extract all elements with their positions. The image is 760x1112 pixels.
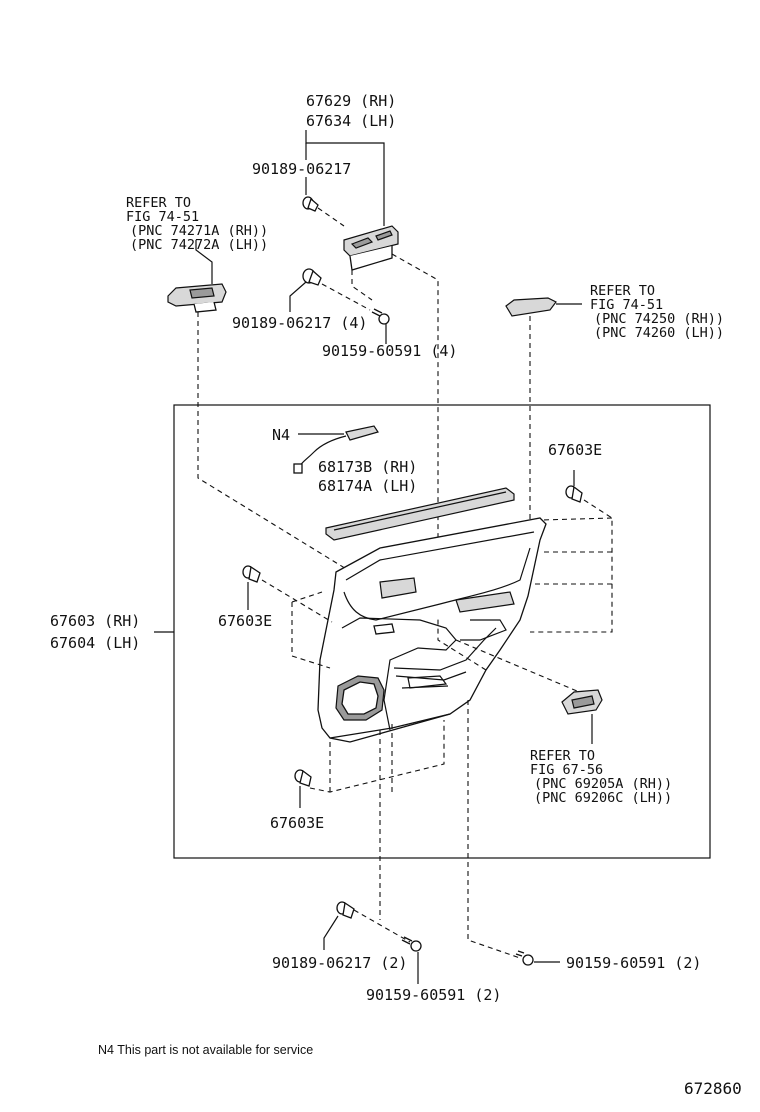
- refer-lamp-line2: FIG 74-51: [590, 297, 663, 313]
- refer-lamp-line4: (PNC 74260 (LH)): [594, 325, 724, 341]
- inner-handle-bracket[interactable]: [343, 225, 399, 271]
- footnote: N4 This part is not available for servic…: [98, 1043, 313, 1057]
- refer-handle-line1: REFER TO: [530, 748, 595, 764]
- screw-bottom-left-icon: [401, 936, 422, 952]
- clip-e-bottom-icon: [294, 769, 312, 787]
- screw-mid-label: 90159-60591 (4): [322, 342, 457, 360]
- door-trim-board[interactable]: [317, 487, 547, 743]
- refer-lamp-line1: REFER TO: [590, 283, 655, 299]
- wire-lh-label: 68174A (LH): [318, 477, 417, 495]
- wire-harness[interactable]: [293, 425, 379, 474]
- clip-e-bottom-label: 67603E: [270, 814, 324, 832]
- wire-rh-label: 68173B (RH): [318, 458, 417, 476]
- screw-bottom-left-label: 90159-60591 (2): [366, 986, 501, 1004]
- refer-switch-line4: (PNC 74272A (LH)): [130, 237, 268, 253]
- window-switch[interactable]: [167, 283, 227, 313]
- refer-switch-line1: REFER TO: [126, 195, 191, 211]
- clip-bottom-label: 90189-06217 (2): [272, 954, 407, 972]
- refer-handle-line4: (PNC 69206C (LH)): [534, 790, 672, 806]
- screw-bottom-right-icon: [515, 950, 534, 966]
- clip-bottom-icon: [336, 901, 355, 919]
- handle-rh-label: 67629 (RH): [306, 92, 396, 110]
- refer-handle-line3: (PNC 69205A (RH)): [534, 776, 672, 792]
- clip-e-left-label: 67603E: [218, 612, 272, 630]
- handle-lh-label: 67634 (LH): [306, 112, 396, 130]
- screw-mid-icon: [371, 308, 390, 325]
- clip-top-icon: [302, 196, 319, 212]
- clip-e-top-label: 67603E: [548, 441, 602, 459]
- refer-lamp-line3: (PNC 74250 (RH)): [594, 311, 724, 327]
- figure-code: 672860: [684, 1079, 742, 1098]
- n4-tag: N4: [272, 426, 290, 444]
- clip-e-left-icon: [242, 565, 261, 583]
- clip-mid-label: 90189-06217 (4): [232, 314, 367, 332]
- clip-top-label: 90189-06217: [252, 160, 351, 178]
- refer-handle-line2: FIG 67-56: [530, 762, 603, 778]
- clip-mid-icon: [302, 268, 322, 286]
- refer-switch-line3: (PNC 74271A (RH)): [130, 223, 268, 239]
- clip-e-top-icon: [565, 485, 583, 503]
- screw-bottom-right-label: 90159-60591 (2): [566, 954, 701, 972]
- board-lh-label: 67604 (LH): [50, 634, 140, 652]
- courtesy-lamp[interactable]: [505, 297, 557, 317]
- board-rh-label: 67603 (RH): [50, 612, 140, 630]
- door-pull-handle[interactable]: [561, 689, 603, 715]
- refer-switch-line2: FIG 74-51: [126, 209, 199, 225]
